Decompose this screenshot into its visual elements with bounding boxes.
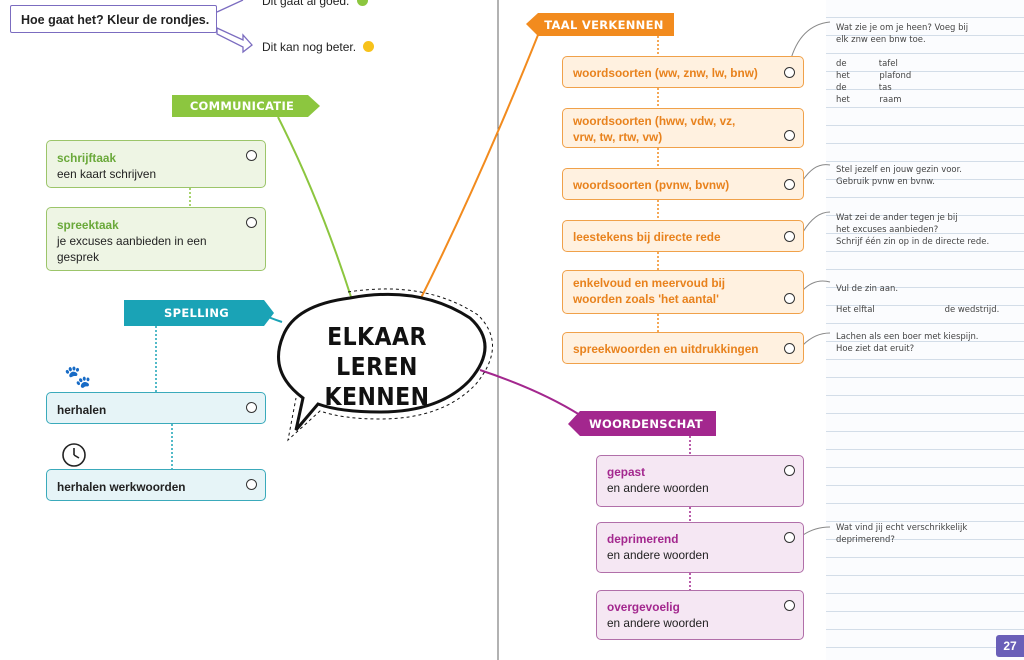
legend-good: Dit gaat al goed.	[262, 0, 368, 8]
center-title: ELKAAR LEREN KENNEN	[293, 322, 460, 412]
taal-item: leestekens bij directe rede	[562, 220, 804, 252]
item-text: en andere woorden	[607, 548, 709, 562]
taal-item: enkelvoud en meervoud bij woorden zoals …	[562, 270, 804, 314]
item-title: overgevoelig	[607, 600, 680, 614]
woordenschat-item: gepast en andere woorden	[596, 455, 804, 507]
legend-better-label: Dit kan nog beter.	[262, 40, 357, 54]
status-circle[interactable]	[784, 179, 795, 190]
status-circle[interactable]	[784, 343, 795, 354]
note-2: Stel jezelf en jouw gezin voor. Gebruik …	[836, 164, 962, 187]
status-circle[interactable]	[784, 130, 795, 141]
communicatie-item: schrijftaak een kaart schrijven	[46, 140, 266, 188]
item-title: woordsoorten (ww, znw, lw, bnw)	[573, 66, 758, 80]
note-4-sentence: Het elftal de wedstrijd.	[836, 304, 1000, 315]
ribbon-taal-verkennen: TAAL VERKENNEN	[544, 17, 664, 32]
woordenschat-item: deprimerend en andere woorden	[596, 522, 804, 573]
spelling-item: herhalen werkwoorden	[46, 469, 266, 501]
item-text: en andere woorden	[607, 481, 709, 495]
instruction-bubble: Hoe gaat het? Kleur de rondjes.	[10, 5, 217, 33]
communicatie-item: spreektaak je excuses aanbieden in een g…	[46, 207, 266, 271]
status-circle[interactable]	[246, 479, 257, 490]
clock-icon	[62, 443, 86, 467]
note-5: Lachen als een boer met kiespijn. Hoe zi…	[836, 331, 979, 354]
note-1-table: de tafel het plafond de tas het raam	[836, 58, 912, 105]
item-title: woordsoorten (pvnw, bvnw)	[573, 178, 730, 192]
item-title: enkelvoud en meervoud bij woorden zoals …	[573, 276, 726, 306]
item-title: spreektaak	[57, 218, 119, 232]
note-6: Wat vind jij echt verschrikkelijk deprim…	[836, 522, 968, 545]
note-1: Wat zie je om je heen? Voeg bij elk znw …	[836, 22, 969, 45]
paw-icon: 🐾	[64, 364, 92, 389]
ruled-notes-panel	[826, 0, 1024, 660]
center-title-line2: KENNEN	[324, 382, 430, 411]
status-circle[interactable]	[246, 217, 257, 228]
status-circle[interactable]	[246, 402, 257, 413]
status-circle[interactable]	[784, 532, 795, 543]
note-4: Vul de zin aan.	[836, 283, 899, 294]
woordenschat-item: overgevoelig en andere woorden	[596, 590, 804, 640]
taal-item: woordsoorten (ww, znw, lw, bnw)	[562, 56, 804, 88]
item-title: deprimerend	[607, 532, 679, 546]
taal-item: woordsoorten (hww, vdw, vz, vrw, tw, rtw…	[562, 108, 804, 148]
spelling-item: herhalen	[46, 392, 266, 424]
center-title-line1: ELKAAR LEREN	[327, 322, 427, 381]
item-title: woordsoorten (hww, vdw, vz, vrw, tw, rtw…	[573, 114, 736, 144]
ribbon-spelling: SPELLING	[164, 306, 229, 320]
page-number: 27	[996, 635, 1024, 657]
legend-good-label: Dit gaat al goed.	[262, 0, 350, 8]
item-title: leestekens bij directe rede	[573, 230, 721, 244]
taal-item: woordsoorten (pvnw, bvnw)	[562, 168, 804, 200]
green-dot	[356, 0, 368, 6]
item-text: je excuses aanbieden in een gesprek	[57, 234, 207, 264]
item-text: een kaart schrijven	[57, 167, 157, 181]
status-circle[interactable]	[784, 465, 795, 476]
status-circle[interactable]	[784, 600, 795, 611]
ribbon-communicatie: COMMUNICATIE	[189, 99, 295, 113]
item-title: herhalen	[57, 403, 107, 417]
item-title: schrijftaak	[57, 151, 117, 165]
yellow-dot	[363, 41, 375, 52]
status-circle[interactable]	[784, 231, 795, 242]
status-circle[interactable]	[784, 293, 795, 304]
ribbon-woordenschat: WOORDENSCHAT	[589, 416, 703, 431]
note-3: Wat zei de ander tegen je bij het excuse…	[836, 212, 990, 247]
taal-item: spreekwoorden en uitdrukkingen	[562, 332, 804, 364]
item-text: en andere woorden	[607, 616, 709, 630]
status-circle[interactable]	[246, 150, 257, 161]
item-title: spreekwoorden en uitdrukkingen	[573, 342, 759, 356]
item-title: gepast	[607, 465, 646, 479]
status-circle[interactable]	[784, 67, 795, 78]
item-title: herhalen werkwoorden	[57, 480, 186, 494]
legend-better: Dit kan nog beter.	[262, 40, 375, 54]
